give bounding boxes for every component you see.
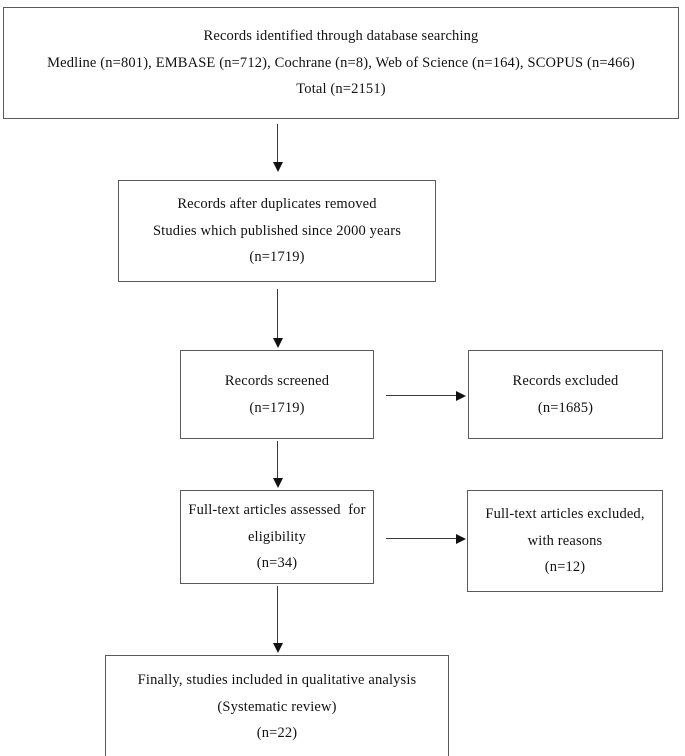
- box-fulltext-assessed: Full-text articles assessed for eligibil…: [180, 490, 374, 584]
- box-studies-included-line-2: (Systematic review): [217, 698, 337, 715]
- box-records-identified: Records identified through database sear…: [3, 7, 679, 119]
- arrow-fulltext-to-included: [277, 586, 278, 644]
- box-fulltext-excluded-line-3: (n=12): [544, 559, 586, 576]
- box-records-screened-line-1: Records screened: [224, 372, 330, 389]
- box-fulltext-excluded-line-1: Full-text articles excluded,: [485, 505, 645, 522]
- box-fulltext-assessed-line-3: (n=34): [256, 555, 298, 572]
- box-records-excluded: Records excluded (n=1685): [468, 350, 663, 439]
- arrow-fulltext-to-fulltext-excluded: [386, 538, 456, 539]
- box-studies-included-line-1: Finally, studies included in qualitative…: [137, 671, 417, 688]
- box-records-identified-line-1: Records identified through database sear…: [203, 27, 479, 44]
- arrow-duplicates-to-screened: [277, 289, 278, 339]
- box-records-identified-line-3: Total (n=2151): [296, 81, 386, 98]
- box-records-screened-line-2: (n=1719): [249, 399, 305, 416]
- box-fulltext-assessed-line-2: eligibility: [247, 528, 307, 545]
- box-fulltext-assessed-line-1: Full-text articles assessed for: [188, 501, 366, 518]
- box-studies-included-line-3: (n=22): [256, 725, 298, 742]
- box-records-excluded-line-2: (n=1685): [537, 399, 594, 416]
- arrow-screened-to-excluded: [386, 395, 456, 396]
- arrow-screened-to-fulltext: [277, 441, 278, 479]
- box-duplicates-removed-line-2: Studies which published since 2000 years: [152, 222, 402, 239]
- box-records-excluded-line-1: Records excluded: [512, 372, 619, 389]
- box-studies-included: Finally, studies included in qualitative…: [105, 655, 449, 756]
- box-records-identified-line-2: Medline (n=801), EMBASE (n=712), Cochran…: [47, 54, 635, 71]
- arrow-identified-to-duplicates: [277, 124, 278, 163]
- box-duplicates-removed-line-3: (n=1719): [249, 249, 305, 266]
- box-duplicates-removed-line-1: Records after duplicates removed: [177, 195, 377, 212]
- box-fulltext-excluded: Full-text articles excluded, with reason…: [467, 490, 663, 592]
- box-records-screened: Records screened (n=1719): [180, 350, 374, 439]
- box-duplicates-removed: Records after duplicates removed Studies…: [118, 180, 436, 282]
- box-fulltext-excluded-line-2: with reasons: [527, 532, 603, 549]
